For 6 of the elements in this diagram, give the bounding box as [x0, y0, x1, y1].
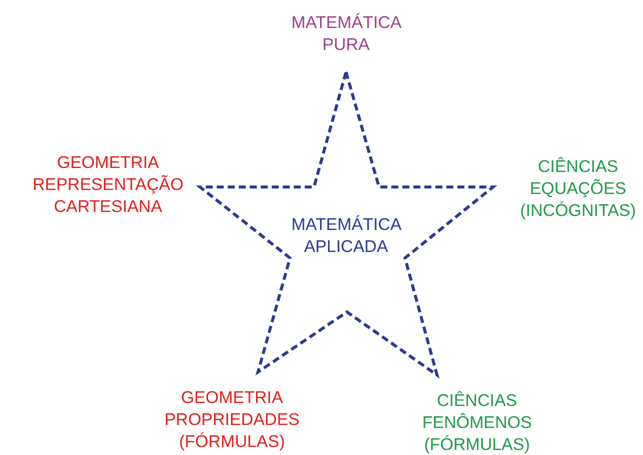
- point-label: GEOMETRIA REPRESENTAÇÃO CARTESIANA: [32, 152, 184, 218]
- point-label: CIÊNCIAS EQUAÇÕES (INCÓGNITAS): [520, 156, 636, 222]
- point-label: CIÊNCIAS FENÔMENOS (FÓRMULAS): [422, 390, 532, 455]
- center-label: MATEMÁTICA APLICADA: [291, 214, 401, 258]
- point-label: MATEMÁTICA PURA: [291, 12, 401, 56]
- point-label: GEOMETRIA PROPRIEDADES (FÓRMULAS): [164, 387, 300, 453]
